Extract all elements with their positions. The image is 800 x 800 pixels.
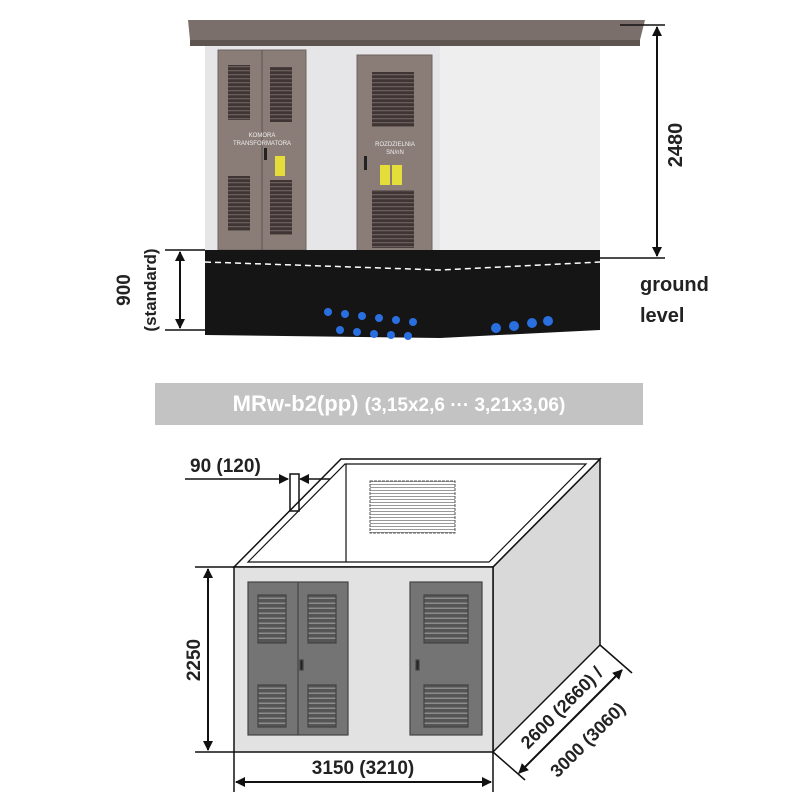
drawing-height-label: 2250: [184, 639, 205, 681]
ventilation-grate: [369, 480, 456, 534]
door-label-4: SN/nN: [386, 150, 404, 156]
drawing-width-label: 3150 (3210): [312, 758, 414, 779]
station-render: KOMORA TRANSFORMATORA ROZDZIELNIA SN/nN: [188, 20, 645, 340]
door-label-3: ROZDZIELNIA: [375, 142, 415, 148]
model-name: MRw-b2(pp): [232, 391, 359, 416]
wall-thickness-dimension: 90 (120): [185, 456, 330, 512]
model-sizes: (3,15x2,6 ··· 3,21x3,06): [364, 395, 566, 416]
ground-label: ground: [640, 274, 709, 296]
station-roof: [188, 20, 645, 46]
base-label: 900: [114, 274, 135, 306]
wall-thickness-label: 90 (120): [190, 456, 261, 477]
door-label-1: KOMORA: [249, 133, 276, 139]
model-banner: MRw-b2(pp) (3,15x2,6 ··· 3,21x3,06): [155, 383, 643, 425]
base-note: (standard): [141, 248, 160, 331]
height-dimension: 2480: [600, 24, 687, 259]
station-body-side: [440, 42, 600, 252]
level-label: level: [640, 305, 684, 327]
transformer-door: KOMORA TRANSFORMATORA: [217, 49, 307, 251]
drawing-single-door: [409, 581, 483, 736]
drawing-width-dimension: 3150 (3210): [233, 752, 494, 792]
door-label-2: TRANSFORMATORA: [233, 141, 291, 147]
switchgear-door: ROZDZIELNIA SN/nN: [356, 54, 433, 256]
height-label: 2480: [665, 123, 687, 168]
cable-entries: [324, 308, 553, 340]
excavation-drawing: [232, 457, 602, 754]
station-base: [205, 250, 600, 338]
drawing-height-dimension: 2250: [184, 566, 234, 753]
base-dimension: 900 (standard): [114, 248, 205, 332]
drawing-double-door: [247, 581, 349, 736]
